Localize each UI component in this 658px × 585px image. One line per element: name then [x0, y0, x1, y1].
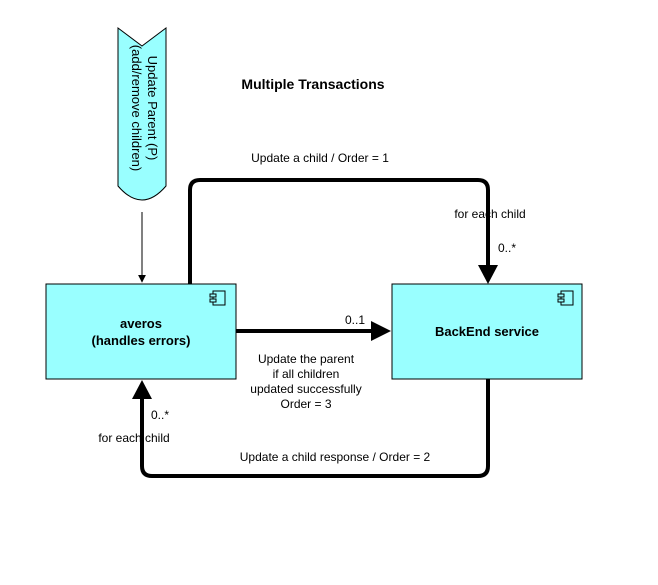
- event-shape: [117, 27, 167, 201]
- update-parent-label-line1: Update the parent: [258, 352, 355, 366]
- node-backend: BackEnd service: [391, 283, 583, 380]
- diagram-title: Multiple Transactions: [241, 76, 384, 92]
- child-response-label: Update a child response / Order = 2: [240, 450, 431, 464]
- averos-box: [45, 283, 237, 380]
- update-parent-multiplicity: 0..1: [345, 313, 365, 327]
- event-label-line2: (add/remove children): [129, 45, 144, 171]
- event-label-line1: Update Parent (P): [145, 56, 160, 161]
- update-child-loop-label: for each child: [454, 207, 525, 221]
- update-child-connector: [188, 178, 490, 284]
- update-parent-label-line3: updated successfully: [250, 382, 361, 396]
- component-icon: [557, 290, 574, 306]
- update-child-arrowhead: [478, 265, 498, 284]
- update-child-multiplicity: 0..*: [498, 241, 516, 255]
- child-response-loop-label: for each child: [98, 431, 169, 445]
- child-response-arrowhead: [132, 380, 152, 399]
- component-icon: [209, 290, 226, 306]
- child-response-connector: [140, 379, 490, 478]
- update-parent-arrowhead: [371, 321, 391, 341]
- averos-label-line1: averos: [120, 316, 162, 331]
- node-averos: averos (handles errors): [45, 283, 237, 380]
- event-update-parent: Update Parent (P) (add/remove children): [117, 27, 167, 201]
- child-response-multiplicity: 0..*: [151, 408, 169, 422]
- backend-box: [391, 283, 583, 380]
- update-child-label: Update a child / Order = 1: [251, 151, 389, 165]
- update-parent-label-line2: if all children: [273, 367, 340, 381]
- averos-label-line2: (handles errors): [92, 333, 191, 348]
- update-parent-label-line4: Order = 3: [280, 397, 331, 411]
- backend-label: BackEnd service: [435, 324, 539, 339]
